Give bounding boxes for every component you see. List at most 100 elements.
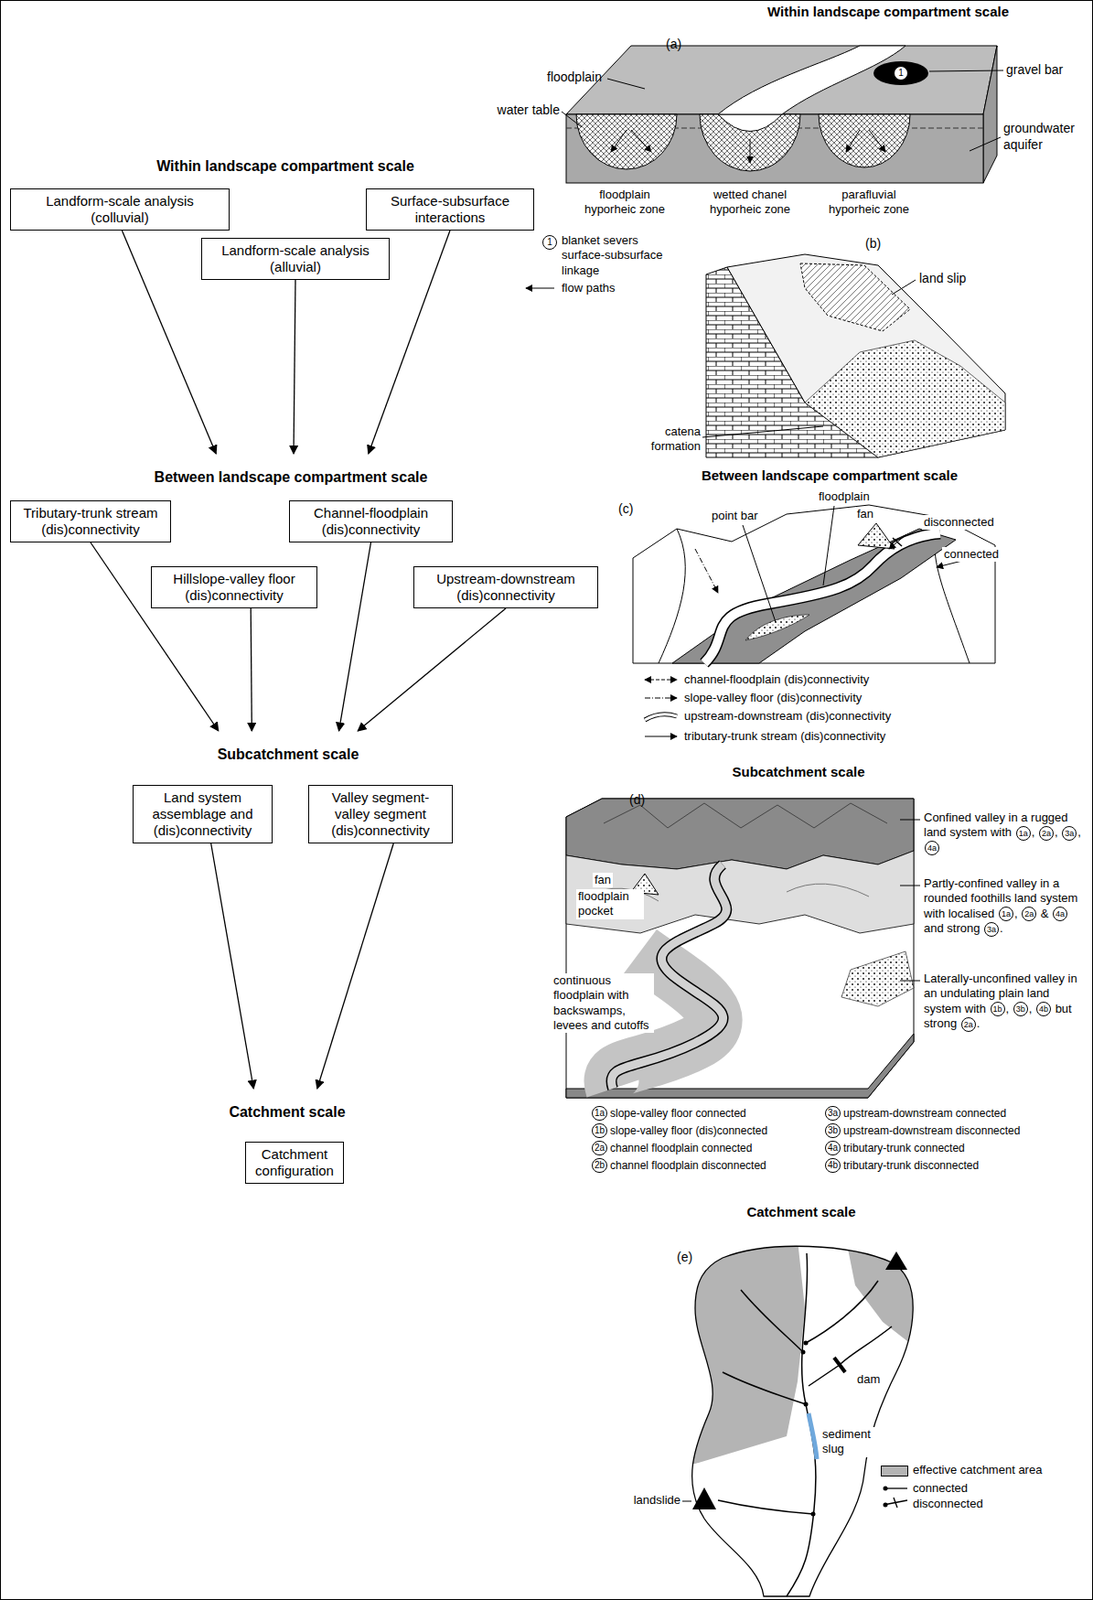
- panel-b-hillslope: [800, 263, 911, 332]
- scale-heading: Catchment scale: [746, 1203, 856, 1222]
- circled-number: 4a: [1052, 906, 1068, 922]
- panel-a-hyporheic-block: [846, 129, 860, 152]
- circled-number: 1b: [990, 1001, 1006, 1017]
- panel-a-hyporheic-block: [717, 114, 783, 132]
- part-label: floodplain hyporheic zone: [573, 187, 676, 218]
- legend-text: tributary-trunk connected: [843, 1141, 965, 1156]
- process-box: Surface-subsurface interactions: [365, 188, 535, 231]
- panel-a-hyporheic-block: [576, 114, 677, 170]
- panel-c-valley: [889, 535, 906, 549]
- legend-text: disconnected: [912, 1496, 984, 1511]
- panel-e-catchment: [717, 1500, 814, 1514]
- circled-number: 2a: [1039, 825, 1054, 841]
- legend-text: connected: [912, 1480, 968, 1496]
- panel-d-subcatchment-block: [900, 819, 921, 981]
- panel-e-catchment: [722, 1371, 806, 1404]
- node-text: Tributary-trunk stream (dis)connectivity: [16, 504, 165, 538]
- part-label: fan: [855, 506, 876, 522]
- part-label: gravel bar: [1006, 62, 1063, 79]
- panel-c-valley: [704, 533, 941, 664]
- panel-c-valley: [644, 736, 677, 738]
- panel-c-valley: [823, 505, 835, 586]
- panel-a-hyporheic-block: [699, 114, 801, 172]
- node-text: Catchment scale: [228, 1103, 345, 1121]
- callout-number: 3a: [825, 1105, 841, 1121]
- scale-heading: Subcatchment scale: [215, 745, 362, 764]
- part-label: landslide: [620, 1492, 681, 1508]
- node-text: Within landscape compartment scale: [156, 158, 415, 175]
- circled-number: 1a: [998, 906, 1014, 922]
- panel-d-subcatchment-block: [566, 798, 914, 1098]
- scale-heading: Subcatchment scale: [731, 763, 865, 782]
- panel-a-hyporheic-block: [525, 288, 555, 290]
- circled-number: 3a: [984, 921, 999, 937]
- node-text: Between landscape compartment scale: [154, 469, 429, 486]
- circled-number: 4a: [924, 840, 940, 856]
- flow-arrow: [317, 843, 394, 1089]
- scale-heading: Catchment scale: [226, 1103, 347, 1122]
- part-label: connected: [942, 546, 1001, 562]
- panel-c-valley: [632, 504, 996, 737]
- part-label: Confined valley in a rugged land system …: [923, 810, 1087, 856]
- panel-e-catchment: [805, 1280, 879, 1343]
- callout-number: 2b: [591, 1157, 608, 1173]
- panel-a-hyporheic-block: [566, 114, 984, 183]
- process-box: Catchment configuration: [245, 1141, 344, 1184]
- panel-e-catchment: [885, 1251, 908, 1270]
- panel-a-hyporheic-block: [873, 61, 929, 86]
- legend-text: tributary-trunk disconnected: [843, 1158, 979, 1173]
- part-label: Laterally-unconfined valley in an undula…: [923, 971, 1087, 1032]
- panel-a-hyporheic-block: [525, 70, 1004, 289]
- process-box: Upstream-downstream (dis)connectivity: [413, 566, 599, 609]
- circled-number: 3a: [1061, 825, 1077, 841]
- panel-c-valley: [644, 714, 677, 720]
- legend-text: upstream-downstream (dis)connectivity: [684, 708, 891, 724]
- panel-b-hillslope: [804, 340, 1006, 458]
- process-box: Landform-scale analysis (colluvial): [10, 188, 230, 231]
- panel-c-valley: [644, 714, 677, 720]
- panel-b-hillslope: [702, 426, 824, 438]
- panel-c-valley: [742, 525, 776, 622]
- part-label: sediment slug: [820, 1426, 878, 1458]
- node-text: Landform-scale analysis (alluvial): [207, 242, 384, 276]
- process-box: Tributary-trunk stream (dis)connectivity: [10, 500, 172, 543]
- part-label: fan: [592, 872, 613, 888]
- flow-arrow: [250, 608, 252, 731]
- panel-c-valley: [704, 533, 941, 664]
- callout-number: 1a: [591, 1105, 608, 1121]
- panel-e-catchment: [801, 1350, 806, 1355]
- panel-d-subcatchment-block: [566, 798, 914, 869]
- panel-c-valley: [644, 679, 677, 681]
- circled-number: 1a: [1016, 825, 1031, 841]
- legend-text: upstream-downstream connected: [843, 1106, 1007, 1121]
- flow-arrow: [211, 843, 255, 1089]
- panel-a-hyporheic-block: [607, 78, 645, 89]
- panel-b-hillslope: [891, 279, 916, 295]
- node-text: Surface-subsurface interactions: [372, 192, 528, 226]
- panel-a-hyporheic-block: [610, 129, 627, 152]
- legend-text: slope-valley floor (dis)connectivity: [684, 690, 862, 706]
- scale-heading: Between landscape compartment scale: [701, 467, 958, 485]
- legend-text: blanket severs surface-subsurface linkag…: [561, 233, 674, 279]
- panel-a-hyporheic-block: [983, 45, 997, 183]
- node-text: Valley segment-valley segment (dis)conne…: [314, 789, 447, 839]
- scale-heading: Within landscape compartment scale: [154, 157, 417, 176]
- panel-d-subcatchment-block: [566, 850, 914, 933]
- part-label: (b): [865, 235, 881, 253]
- panel-c-valley: [745, 614, 810, 641]
- legend-text: slope-valley floor connected: [610, 1106, 747, 1121]
- process-box: Landform-scale analysis (alluvial): [201, 237, 390, 280]
- panel-e-catchment: [692, 1487, 717, 1510]
- panel-d-subcatchment-block: [603, 803, 888, 828]
- panel-a-hyporheic-block: [750, 139, 751, 163]
- node-text: Upstream-downstream (dis)connectivity: [419, 570, 592, 604]
- legend-text: upstream-downstream disconnected: [843, 1124, 1020, 1138]
- panel-b-hillslope: [702, 254, 1006, 458]
- legend-text: flow paths: [561, 280, 616, 296]
- panel-e-catchment: [690, 1239, 805, 1464]
- legend-text: tributary-trunk stream (dis)connectivity: [684, 728, 886, 744]
- legend-text: effective catchment area: [912, 1462, 1042, 1478]
- part-label: groundwater aquifer: [1003, 120, 1086, 153]
- panel-e-catchment: [808, 1413, 817, 1459]
